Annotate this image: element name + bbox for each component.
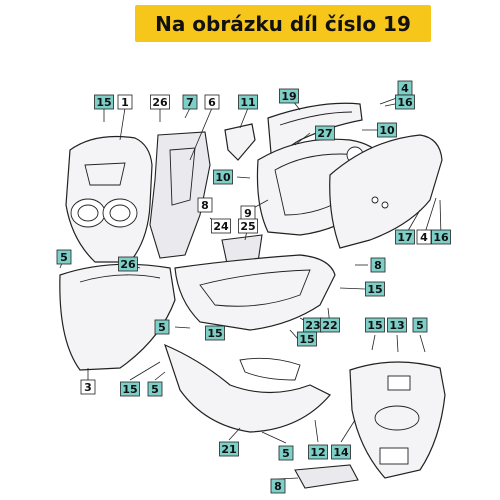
part-number-label: 15	[367, 283, 382, 296]
part-label-box	[416, 229, 432, 245]
part-number-label: 24	[213, 220, 229, 233]
part-label-box	[412, 317, 428, 333]
license-plate-bracket	[294, 464, 359, 489]
part-number-label: 10	[379, 124, 395, 137]
part-number-label: 8	[201, 199, 209, 212]
small-cover	[224, 123, 256, 161]
title-banner: Na obrázku díl číslo 19	[135, 5, 431, 42]
part-label-box	[182, 94, 198, 110]
part-label-box	[315, 125, 335, 141]
part-number-label: 16	[397, 96, 413, 109]
part-number-label: 4	[420, 231, 428, 244]
part-number-label: 15	[122, 383, 137, 396]
part-number-label: 15	[96, 96, 111, 109]
part-label-box	[213, 169, 233, 185]
part-label-box	[118, 256, 138, 272]
part-label-box	[56, 249, 72, 265]
part-label-box	[377, 122, 397, 138]
part-label-box	[331, 444, 351, 460]
part-label-box	[150, 94, 170, 110]
floor-panel	[174, 254, 336, 331]
rear-tail-panel	[349, 361, 446, 479]
part-number-label: 4	[401, 82, 409, 95]
part-number-label: 12	[310, 446, 325, 459]
part-label-box	[205, 325, 225, 341]
part-number-label: 13	[389, 319, 404, 332]
part-number-label: 21	[221, 443, 236, 456]
part-number-label: 19	[281, 90, 296, 103]
part-label-box	[320, 317, 340, 333]
part-number-label: 8	[274, 480, 282, 493]
lower-undercover	[164, 343, 331, 433]
part-label-box	[204, 94, 220, 110]
part-label-box	[147, 381, 163, 397]
part-number-label: 25	[240, 220, 255, 233]
part-number-label: 14	[333, 446, 349, 459]
part-label-box	[431, 229, 451, 245]
part-number-label: 27	[317, 127, 332, 140]
part-number-label: 26	[152, 96, 168, 109]
part-label-box	[387, 317, 407, 333]
part-label-box	[219, 441, 239, 457]
part-number-label: 23	[305, 319, 320, 332]
part-number-label: 10	[215, 171, 231, 184]
part-number-label: 1	[121, 96, 129, 109]
part-number-label: 15	[367, 319, 382, 332]
part-number-label: 5	[416, 319, 424, 332]
part-number-label: 22	[322, 319, 337, 332]
part-number-label: 15	[207, 327, 222, 340]
part-number-label: 16	[433, 231, 449, 244]
part-number-label: 3	[84, 381, 92, 394]
part-label-box	[279, 88, 299, 104]
part-label-box	[308, 444, 328, 460]
part-label-box	[238, 218, 258, 234]
part-label-box	[238, 94, 258, 110]
part-number-label: 9	[244, 207, 252, 220]
front-lower-shield	[59, 263, 176, 371]
part-number-label: 5	[60, 251, 68, 264]
part-label-box	[80, 379, 96, 395]
part-label-box	[395, 229, 415, 245]
part-number-label: 5	[158, 321, 166, 334]
part-label-box	[297, 331, 317, 347]
part-number-label: 5	[282, 447, 290, 460]
part-label-box	[365, 281, 385, 297]
part-label-box	[365, 317, 385, 333]
part-number-label: 15	[299, 333, 314, 346]
part-number-label: 11	[240, 96, 255, 109]
part-number-label: 7	[186, 96, 194, 109]
part-number-label: 5	[151, 383, 159, 396]
part-label-box	[395, 94, 415, 110]
part-label-box	[211, 218, 231, 234]
rear-side-panel	[329, 134, 443, 249]
front-headlight-panel	[65, 135, 153, 263]
part-label-box	[117, 94, 133, 110]
part-label-box	[94, 94, 114, 110]
part-number-label: 8	[374, 259, 382, 272]
inner-front-panel	[149, 131, 211, 259]
part-number-label: 6	[208, 96, 216, 109]
part-number-label: 26	[120, 258, 136, 271]
part-label-box	[278, 445, 294, 461]
part-label-box	[370, 257, 386, 273]
part-label-box	[270, 478, 286, 494]
part-label-box	[154, 319, 170, 335]
part-number-label: 17	[397, 231, 412, 244]
part-label-box	[197, 197, 213, 213]
part-label-box	[120, 381, 140, 397]
